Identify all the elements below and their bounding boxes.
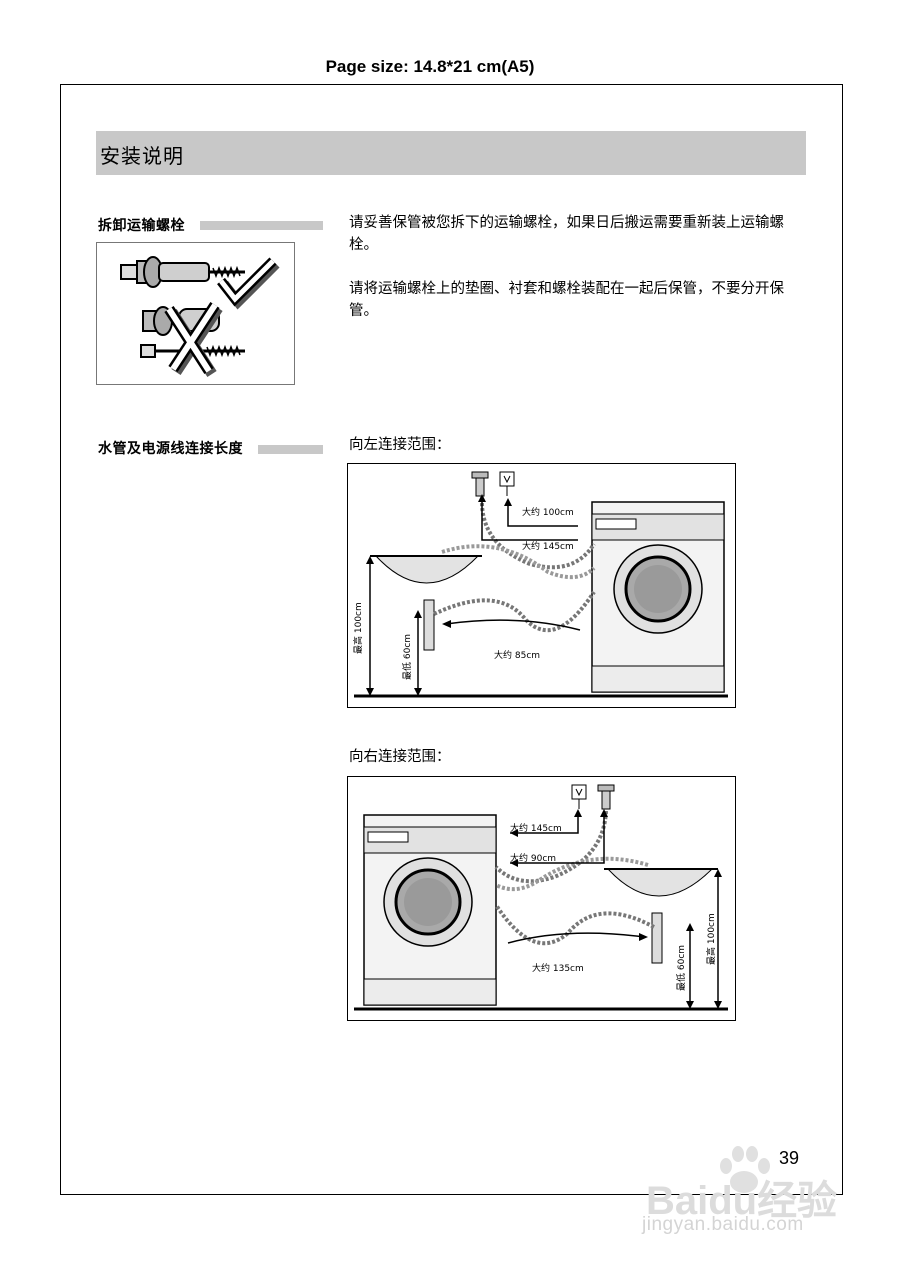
water-tap-icon (597, 784, 615, 810)
paw-icon (720, 1146, 770, 1193)
baidu-watermark: Baidu经验 jingyan.baidu.com (636, 1146, 856, 1250)
drain-hose-length-label: 大约 135cm (532, 962, 584, 974)
power-cord-length-label: 大约 90cm (510, 852, 556, 864)
inlet-hose-length-label: 大约 145cm (510, 822, 562, 834)
power-cord-length-label: 大约 100cm (522, 506, 574, 518)
sink (604, 868, 718, 964)
min-height-label: 最低 60cm (401, 634, 413, 680)
min-height-label: 最低 60cm (675, 945, 687, 991)
drain-hose-length-label: 大约 85cm (494, 649, 540, 661)
watermark-url: jingyan.baidu.com (642, 1214, 804, 1235)
right-connection-caption: 向右连接范围： (349, 749, 451, 765)
check-mark-icon (217, 257, 280, 310)
section-heading-bolts: 拆卸运输螺栓 (98, 218, 185, 234)
watermark-brand: Baidu经验 (646, 1179, 838, 1223)
title-bar: 安装说明 (96, 131, 806, 175)
washing-machine (363, 814, 497, 1006)
bolt-storage-text-2: 请将运输螺栓上的垫圈、衬套和螺栓装配在一起后保管，不要分开保管。 (349, 281, 784, 319)
sink (370, 555, 482, 651)
max-height-label: 最高 100cm (705, 913, 717, 965)
bolt-storage-text-1: 请妥善保管被您拆下的运输螺栓，如果日后搬运需要重新装上运输螺栓。 (349, 215, 784, 253)
page-title: 安装说明 (100, 144, 184, 168)
bolt-assembled (120, 256, 245, 288)
section-heading-hoses: 水管及电源线连接长度 (98, 441, 243, 457)
page-frame (60, 84, 843, 1195)
inlet-hose-length-label: 大约 145cm (522, 540, 574, 552)
right-connection-diagram: 大约 145cm 大约 90cm 大约 135cm 最高 100cm 最低 60… (347, 776, 736, 1021)
bolt-illustration (96, 242, 295, 385)
left-connection-diagram: 大约 100cm 大约 145cm 大约 85cm 最高 100cm 最低 60… (347, 463, 736, 708)
left-connection-caption: 向左连接范围： (349, 437, 451, 453)
page-number: 39 (779, 1148, 800, 1168)
max-height-label: 最高 100cm (352, 602, 364, 654)
section-rule (258, 445, 323, 454)
power-socket-icon (571, 784, 587, 809)
power-socket-icon (499, 471, 515, 496)
water-tap-icon (471, 471, 489, 497)
cross-mark-icon (164, 301, 223, 377)
washing-machine (591, 501, 725, 693)
page-size-caption: Page size: 14.8*21 cm(A5) (325, 57, 535, 76)
section-rule (200, 221, 323, 230)
